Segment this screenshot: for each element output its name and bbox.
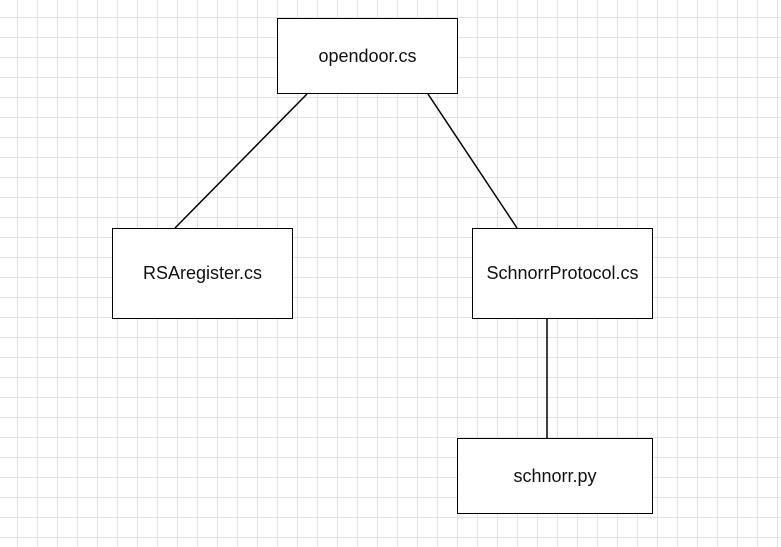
edge-opendoor-schnorrprotocol: [427, 93, 518, 229]
node-schnorrprotocol[interactable]: SchnorrProtocol.cs: [472, 228, 653, 319]
node-schnorrpy[interactable]: schnorr.py: [457, 438, 653, 514]
node-label-schnorrprotocol: SchnorrProtocol.cs: [486, 263, 639, 283]
node-label-rsaregister: RSAregister.cs: [142, 263, 263, 283]
node-rsaregister[interactable]: RSAregister.cs: [112, 228, 293, 319]
node-opendoor[interactable]: opendoor.cs: [277, 18, 458, 94]
node-label-schnorrpy: schnorr.py: [513, 465, 597, 486]
edge-opendoor-rsaregister: [174, 93, 308, 229]
node-label-opendoor: opendoor.cs: [318, 45, 417, 66]
